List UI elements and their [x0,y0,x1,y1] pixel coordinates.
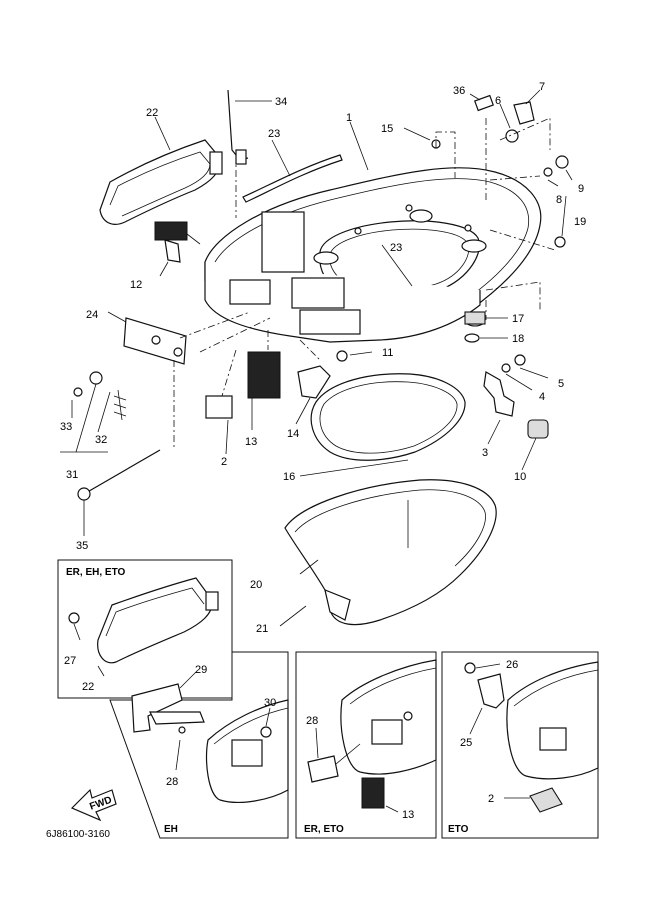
callout-2: 2 [221,456,227,468]
inset-er-eto-callout-28: 28 [306,715,318,727]
callout-1: 1 [346,112,352,124]
inset-eto: ETO 26 25 2 [441,651,599,839]
callout-7: 7 [539,81,545,93]
right-small-parts [336,94,569,439]
callout-13: 13 [245,436,257,448]
callout-6: 6 [495,95,501,107]
callout-14: 14 [287,428,299,440]
callout-12: 12 [130,279,142,291]
inset-er-eto: ER, ETO 28 13 [295,651,437,839]
inset-er-eto-label: ER, ETO [304,824,344,835]
callout-22: 22 [146,107,158,119]
part-12-lever [154,221,201,263]
guide-lines [173,117,556,450]
diagram-code: 6J86100-3160 [46,829,110,840]
callout-30: 30 [264,697,276,709]
callout-16: 16 [283,471,295,483]
bottom-cowling [204,167,542,343]
callout-25: 25 [460,737,472,749]
callout-32: 32 [95,434,107,446]
callout-21: 21 [256,623,268,635]
part-22-cover [99,139,223,225]
callout-4: 4 [539,391,545,403]
callout-31: 31 [66,469,78,481]
callout-20: 20 [250,579,262,591]
inset-callout-22: 22 [82,681,94,693]
callout-18: 18 [512,333,524,345]
inset-er-eh-eto-label: ER, EH, ETO [66,567,125,578]
callout-5: 5 [558,378,564,390]
callout-8: 8 [556,194,562,206]
fwd-arrow-icon: FWD [70,788,117,822]
callout-19: 19 [574,216,586,228]
part-23-strip [242,154,343,203]
callout-27: 27 [64,655,76,667]
callout-34: 34 [275,96,287,108]
left-small-parts [73,317,331,501]
callout-23-inner: 23 [390,242,402,254]
inset-eh: EH 29 30 28 FWD [70,651,289,839]
leader-lines [60,89,573,627]
callout-29: 29 [195,664,207,676]
inset-er-eto-callout-13: 13 [402,809,414,821]
callout-36: 36 [453,85,465,97]
part-16-seal [310,373,466,461]
callout-35: 35 [76,540,88,552]
callout-33: 33 [60,421,72,433]
inset-eto-callout-2: 2 [488,793,494,805]
callout-24: 24 [86,309,98,321]
callout-10: 10 [514,471,526,483]
inset-eh-label: EH [164,824,178,835]
callout-15: 15 [381,123,393,135]
callout-11: 11 [382,347,393,359]
callout-23-top: 23 [268,128,280,140]
callout-9: 9 [578,183,584,195]
inset-eto-label: ETO [448,824,469,835]
inset-eh-callout-28: 28 [166,776,178,788]
inset-er-eh-eto: ER, EH, ETO 27 22 [57,559,233,699]
callout-numbers: 1 2 3 4 5 6 7 8 9 10 11 12 13 14 15 16 1… [60,81,586,635]
callout-17: 17 [512,313,524,325]
callout-26: 26 [506,659,518,671]
callout-3: 3 [482,447,488,459]
part-20-lower-pan [284,479,497,626]
